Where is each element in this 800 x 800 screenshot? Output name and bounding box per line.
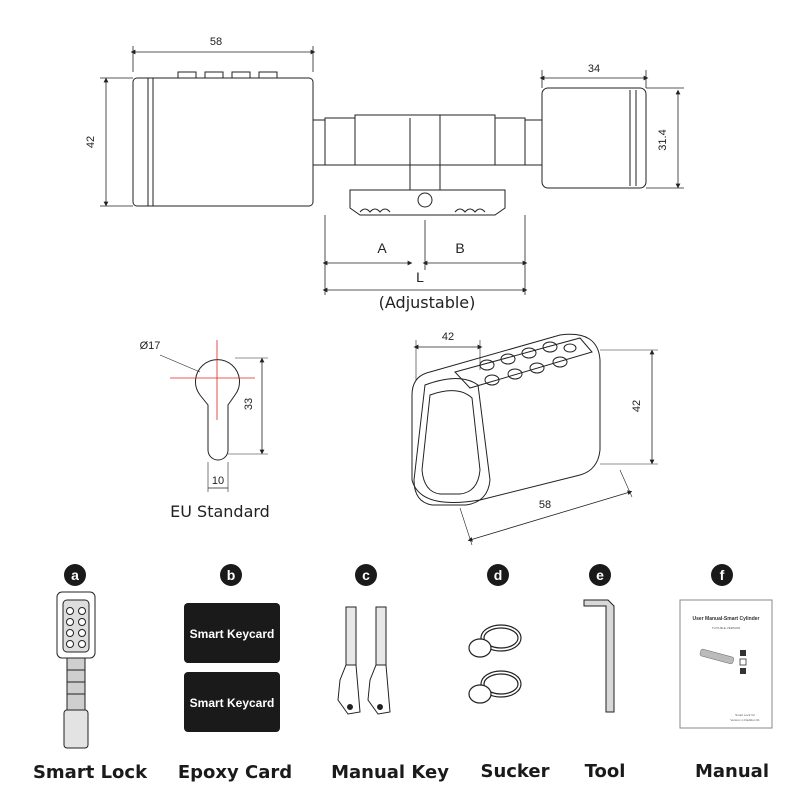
badge-d: d [487, 564, 509, 586]
manual-footer-1: Smart Lock V2 [735, 713, 755, 717]
badge-a: a [64, 564, 86, 586]
keycard-1-label: Smart Keycard [190, 627, 275, 641]
dim-knob-height: 31.4 [657, 129, 669, 150]
label-manual: Manual [695, 761, 769, 782]
dim-hole-diameter: Ø17 [140, 340, 161, 352]
cylinder-left-segment [324, 117, 356, 166]
dim-iso-width: 42 [442, 331, 454, 343]
badge-e: e [589, 564, 611, 586]
label-epoxy-card: Epoxy Card [178, 762, 292, 783]
top-dimensions [100, 46, 684, 295]
badge-f: f [711, 564, 733, 586]
svg-text:b: b [227, 567, 236, 583]
iso-keypad-unit [411, 333, 658, 546]
svg-text:a: a [71, 567, 79, 583]
dim-a: A [377, 240, 387, 256]
svg-text:f: f [720, 567, 725, 583]
label-smart-lock: Smart Lock [33, 762, 148, 783]
top-view [132, 71, 647, 216]
manual-footer-2: Version 1.0 Edition 01 [730, 718, 760, 722]
manual-subtitle: TUYA BLE VERSION [712, 626, 740, 630]
svg-text:e: e [596, 567, 604, 583]
dim-l: L [416, 269, 424, 285]
dim-hole-width: 10 [212, 475, 224, 487]
svg-text:d: d [494, 567, 503, 583]
iso-keypad-buttons [479, 341, 577, 386]
badge-b: b [220, 564, 242, 586]
manual-keys [337, 606, 391, 715]
label-manual-key: Manual Key [331, 762, 449, 783]
dim-iso-height: 42 [631, 400, 643, 412]
eu-profile [159, 340, 268, 492]
epoxy-cards: Smart Keycard Smart Keycard [184, 603, 280, 732]
manual-title: User Manual-Smart Cylinder [693, 616, 760, 622]
dim-hole-height: 33 [243, 398, 255, 410]
badges: a b c d e f [64, 564, 733, 586]
keypad-body-side [132, 77, 314, 207]
dim-b: B [455, 240, 464, 256]
adjustable-caption: (Adjustable) [379, 293, 476, 312]
badge-c: c [355, 564, 377, 586]
cylinder-base [349, 189, 506, 216]
thumb-knob [541, 87, 647, 189]
keycard-2-label: Smart Keycard [190, 696, 275, 710]
dim-knob-width: 34 [588, 63, 600, 75]
dim-top-height: 42 [85, 136, 97, 148]
label-tool: Tool [585, 761, 626, 782]
hex-key-tool [583, 599, 615, 713]
label-sucker: Sucker [480, 761, 549, 782]
manual-booklet: User Manual-Smart Cylinder TUYA BLE VERS… [679, 599, 773, 729]
eu-standard-caption: EU Standard [170, 502, 270, 521]
cam-hole [417, 192, 433, 208]
svg-text:c: c [362, 567, 370, 583]
suckers [468, 624, 522, 704]
dim-top-width: 58 [210, 36, 222, 48]
smart-lock-illustration [56, 591, 96, 749]
dim-iso-depth: 58 [539, 499, 551, 511]
